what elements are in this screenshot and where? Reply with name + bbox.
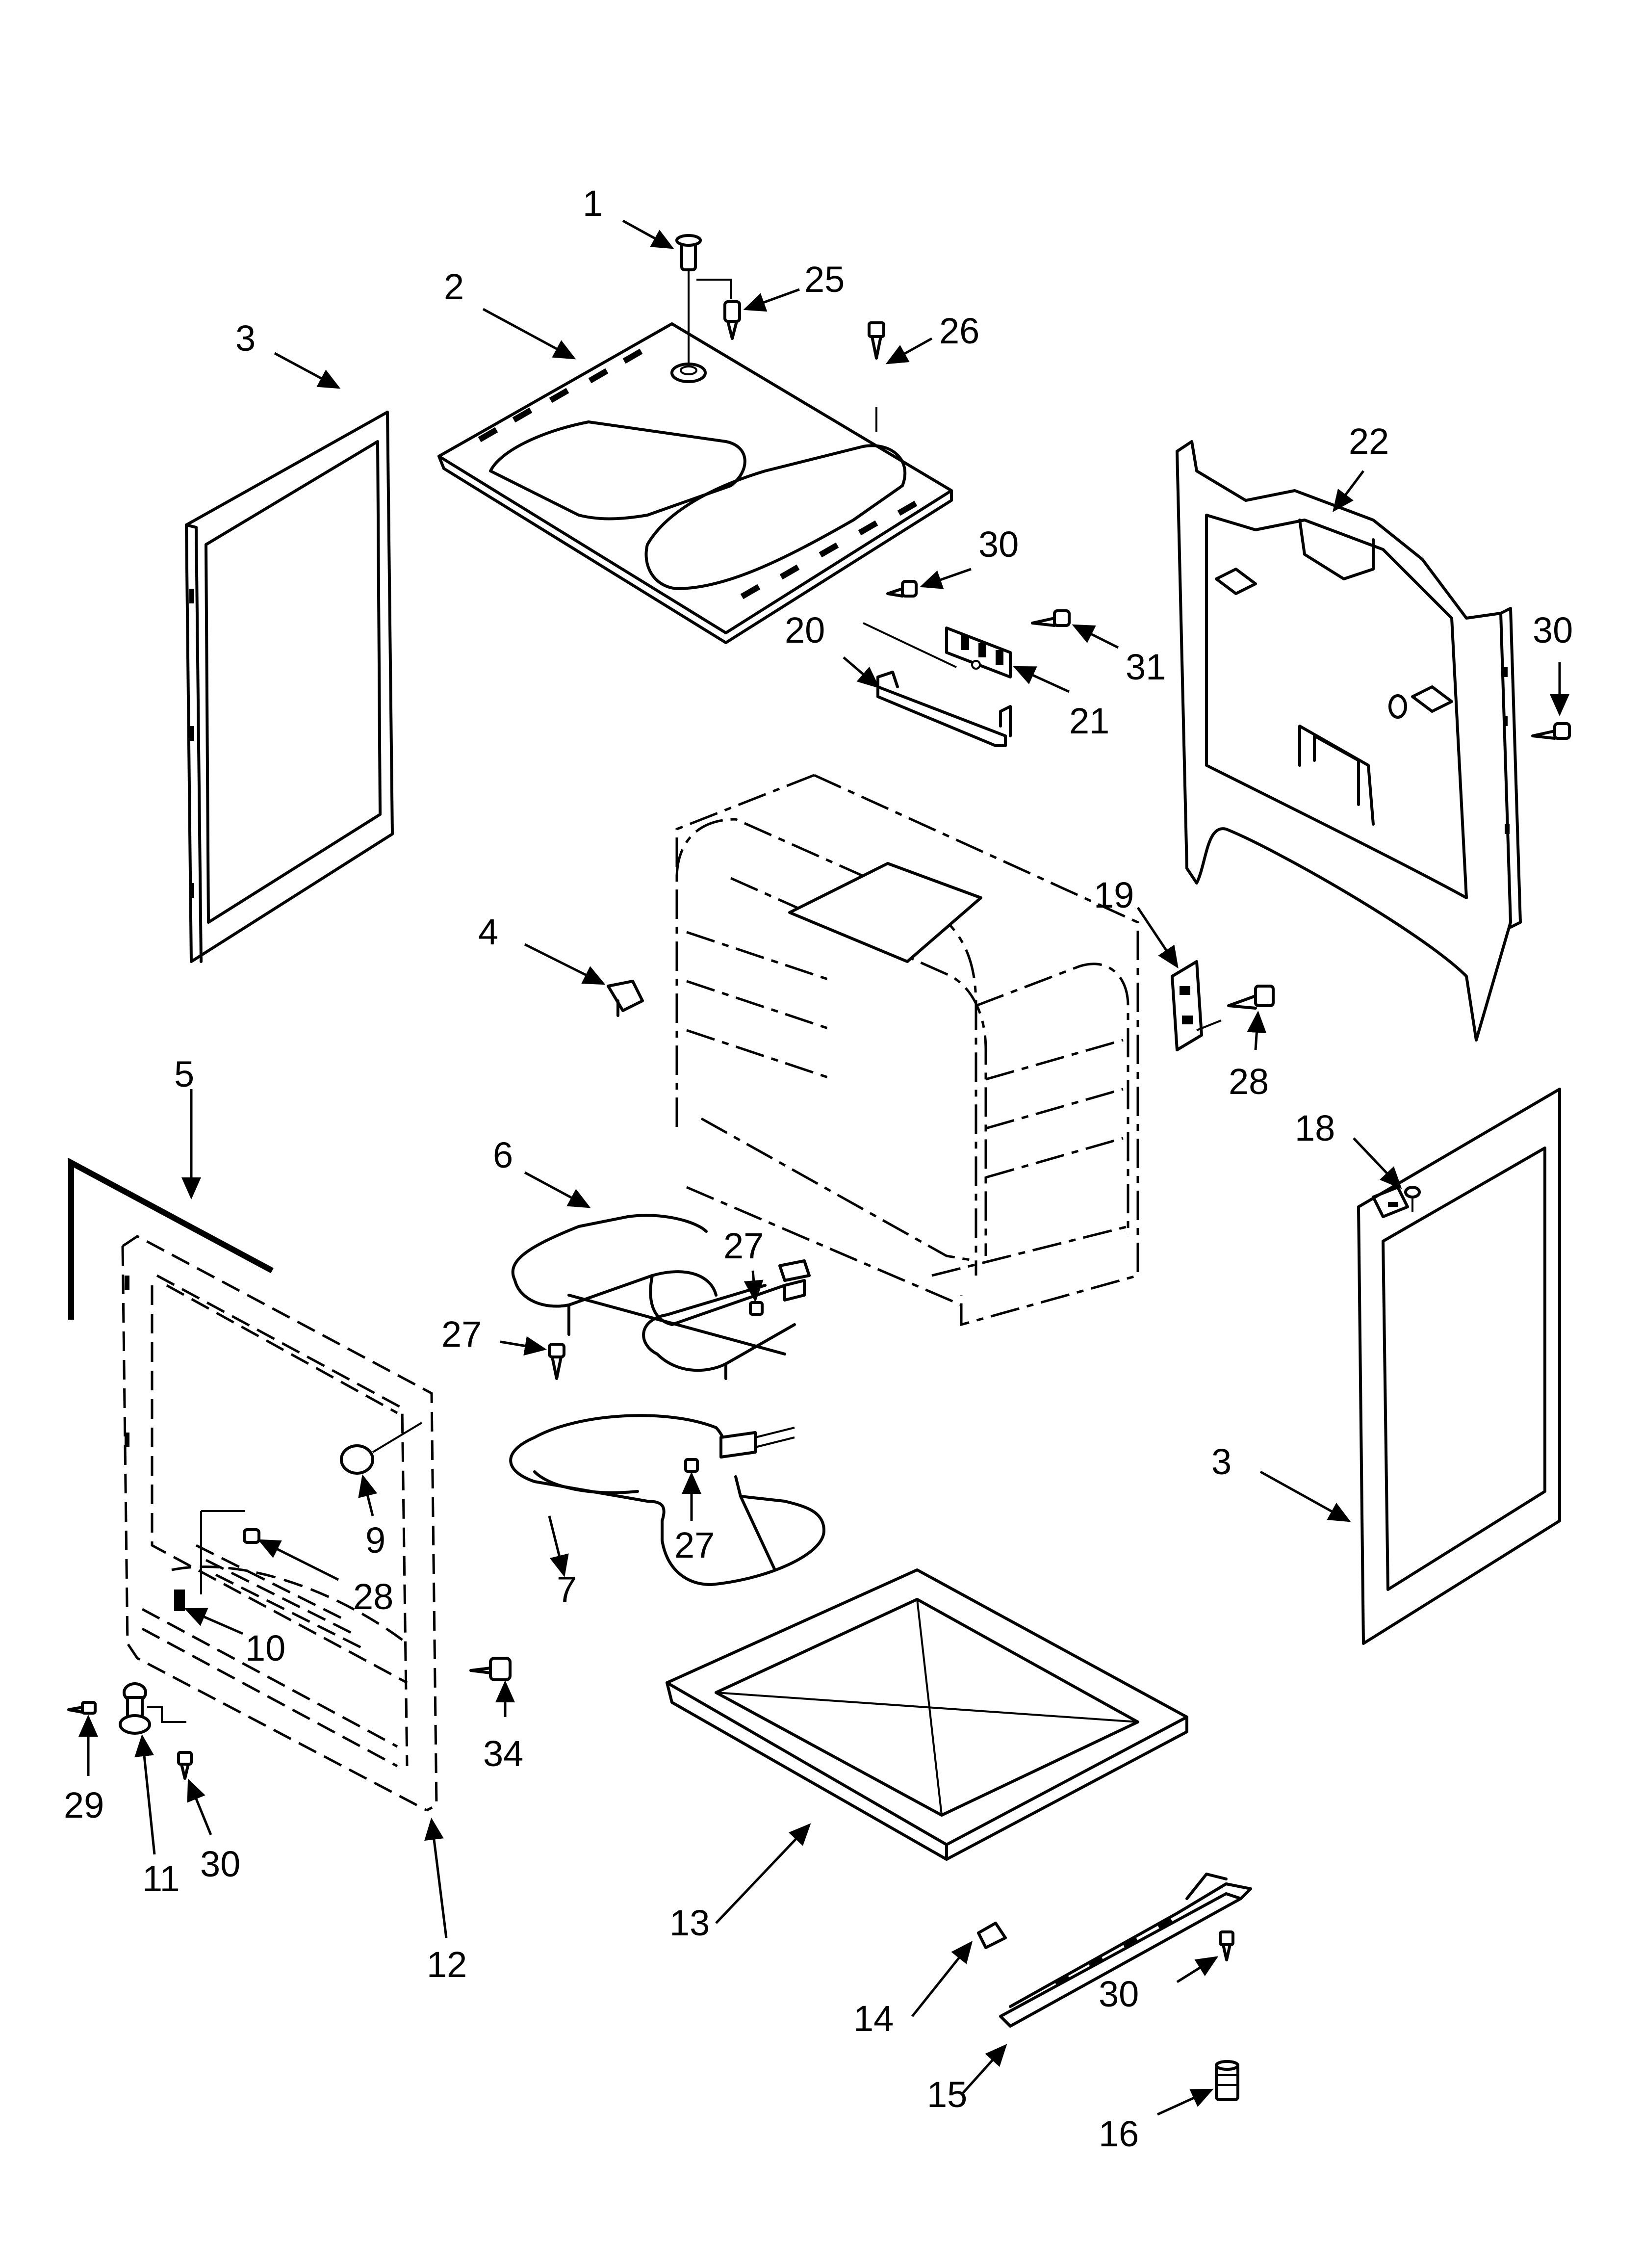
part-10-clip [174,1590,185,1611]
callout-14: 14 [853,1998,894,2039]
callout-10: 10 [245,1628,285,1668]
part-21-terminal-block [945,626,1012,678]
callout-5: 5 [174,1054,194,1095]
callout-3-right: 3 [1211,1441,1232,1482]
part-13-oven-bottom [666,1568,1188,1861]
callout-2: 2 [444,266,464,307]
part-30-screw-rear [1531,722,1571,740]
callout-31: 31 [1126,647,1166,687]
callout-27-bottom: 27 [674,1525,715,1565]
callout-3-left: 3 [235,318,256,359]
part-29-screw [67,1701,97,1715]
callout-labels: 1 2 3 25 26 22 30 30 20 31 21 19 4 28 18… [64,183,1573,2154]
part-15-rail [999,1873,1252,2028]
callout-6: 6 [493,1135,513,1175]
callout-30-rail: 30 [1099,1974,1139,2014]
part-16-leveling-leg [1215,2060,1239,2101]
callout-13: 13 [669,1903,710,1943]
part-27-screw-b [548,1343,565,1380]
callout-34: 34 [483,1733,523,1774]
part-30-screw-bracket [886,580,918,598]
part-7-bake-element [509,1414,825,1586]
part-18-plug [1404,1186,1421,1212]
callout-22: 22 [1349,421,1389,462]
leader-lines [78,219,1569,2116]
part-28-screw-bracket [1227,985,1275,1010]
part-28-screw-frame [200,1510,260,1594]
part-31-screw [1031,609,1071,627]
callout-30-upper: 30 [978,524,1019,565]
part-1-support-pin [675,234,702,373]
callout-21: 21 [1069,701,1109,741]
part-25-screw [696,279,741,340]
callout-20: 20 [785,610,825,651]
callout-18: 18 [1295,1108,1335,1148]
part-6-broil-element [511,1214,811,1380]
part-22-rear-panel [1176,440,1522,1042]
part-14-clip [977,1922,1007,1949]
part-19-bracket [1171,960,1222,1051]
part-34-screw [469,1657,512,1681]
callout-9: 9 [365,1520,385,1561]
part-26-screw [868,321,885,432]
callout-25: 25 [804,259,845,300]
part-30-screw-rail [1219,1930,1234,1961]
callout-29: 29 [64,1785,104,1825]
part-27-screw-a [749,1301,764,1316]
callout-26: 26 [939,311,979,351]
callout-11: 11 [142,1858,180,1899]
callout-30-rear: 30 [1533,610,1573,651]
part-5-oven-seal [68,1157,274,1320]
part-2-top-panel [437,322,953,644]
callout-28-left: 28 [353,1576,393,1617]
part-12-front-frame [121,1235,438,1812]
part-27-screw-c [684,1458,699,1473]
callout-16: 16 [1099,2113,1139,2154]
part-30-screw-latch [177,1751,193,1780]
oven-cavity [675,774,1139,1327]
part-11-fitting [119,1682,186,1735]
callout-15: 15 [927,2074,967,2115]
part-20-bracket [863,622,1012,747]
callout-4: 4 [478,912,498,952]
callout-12: 12 [427,1944,467,1985]
callout-30-latch: 30 [200,1844,240,1884]
callout-28-right: 28 [1229,1061,1269,1102]
callout-27-top: 27 [723,1225,764,1266]
callout-7: 7 [557,1569,577,1610]
part-4-clip [607,980,644,1017]
part-3-side-panel-right [1357,1088,1561,1645]
callout-19: 19 [1094,875,1134,915]
callout-1: 1 [583,183,603,224]
callout-27-left: 27 [441,1314,482,1355]
part-9-button [340,1422,423,1475]
part-3-side-panel-left [185,411,394,963]
